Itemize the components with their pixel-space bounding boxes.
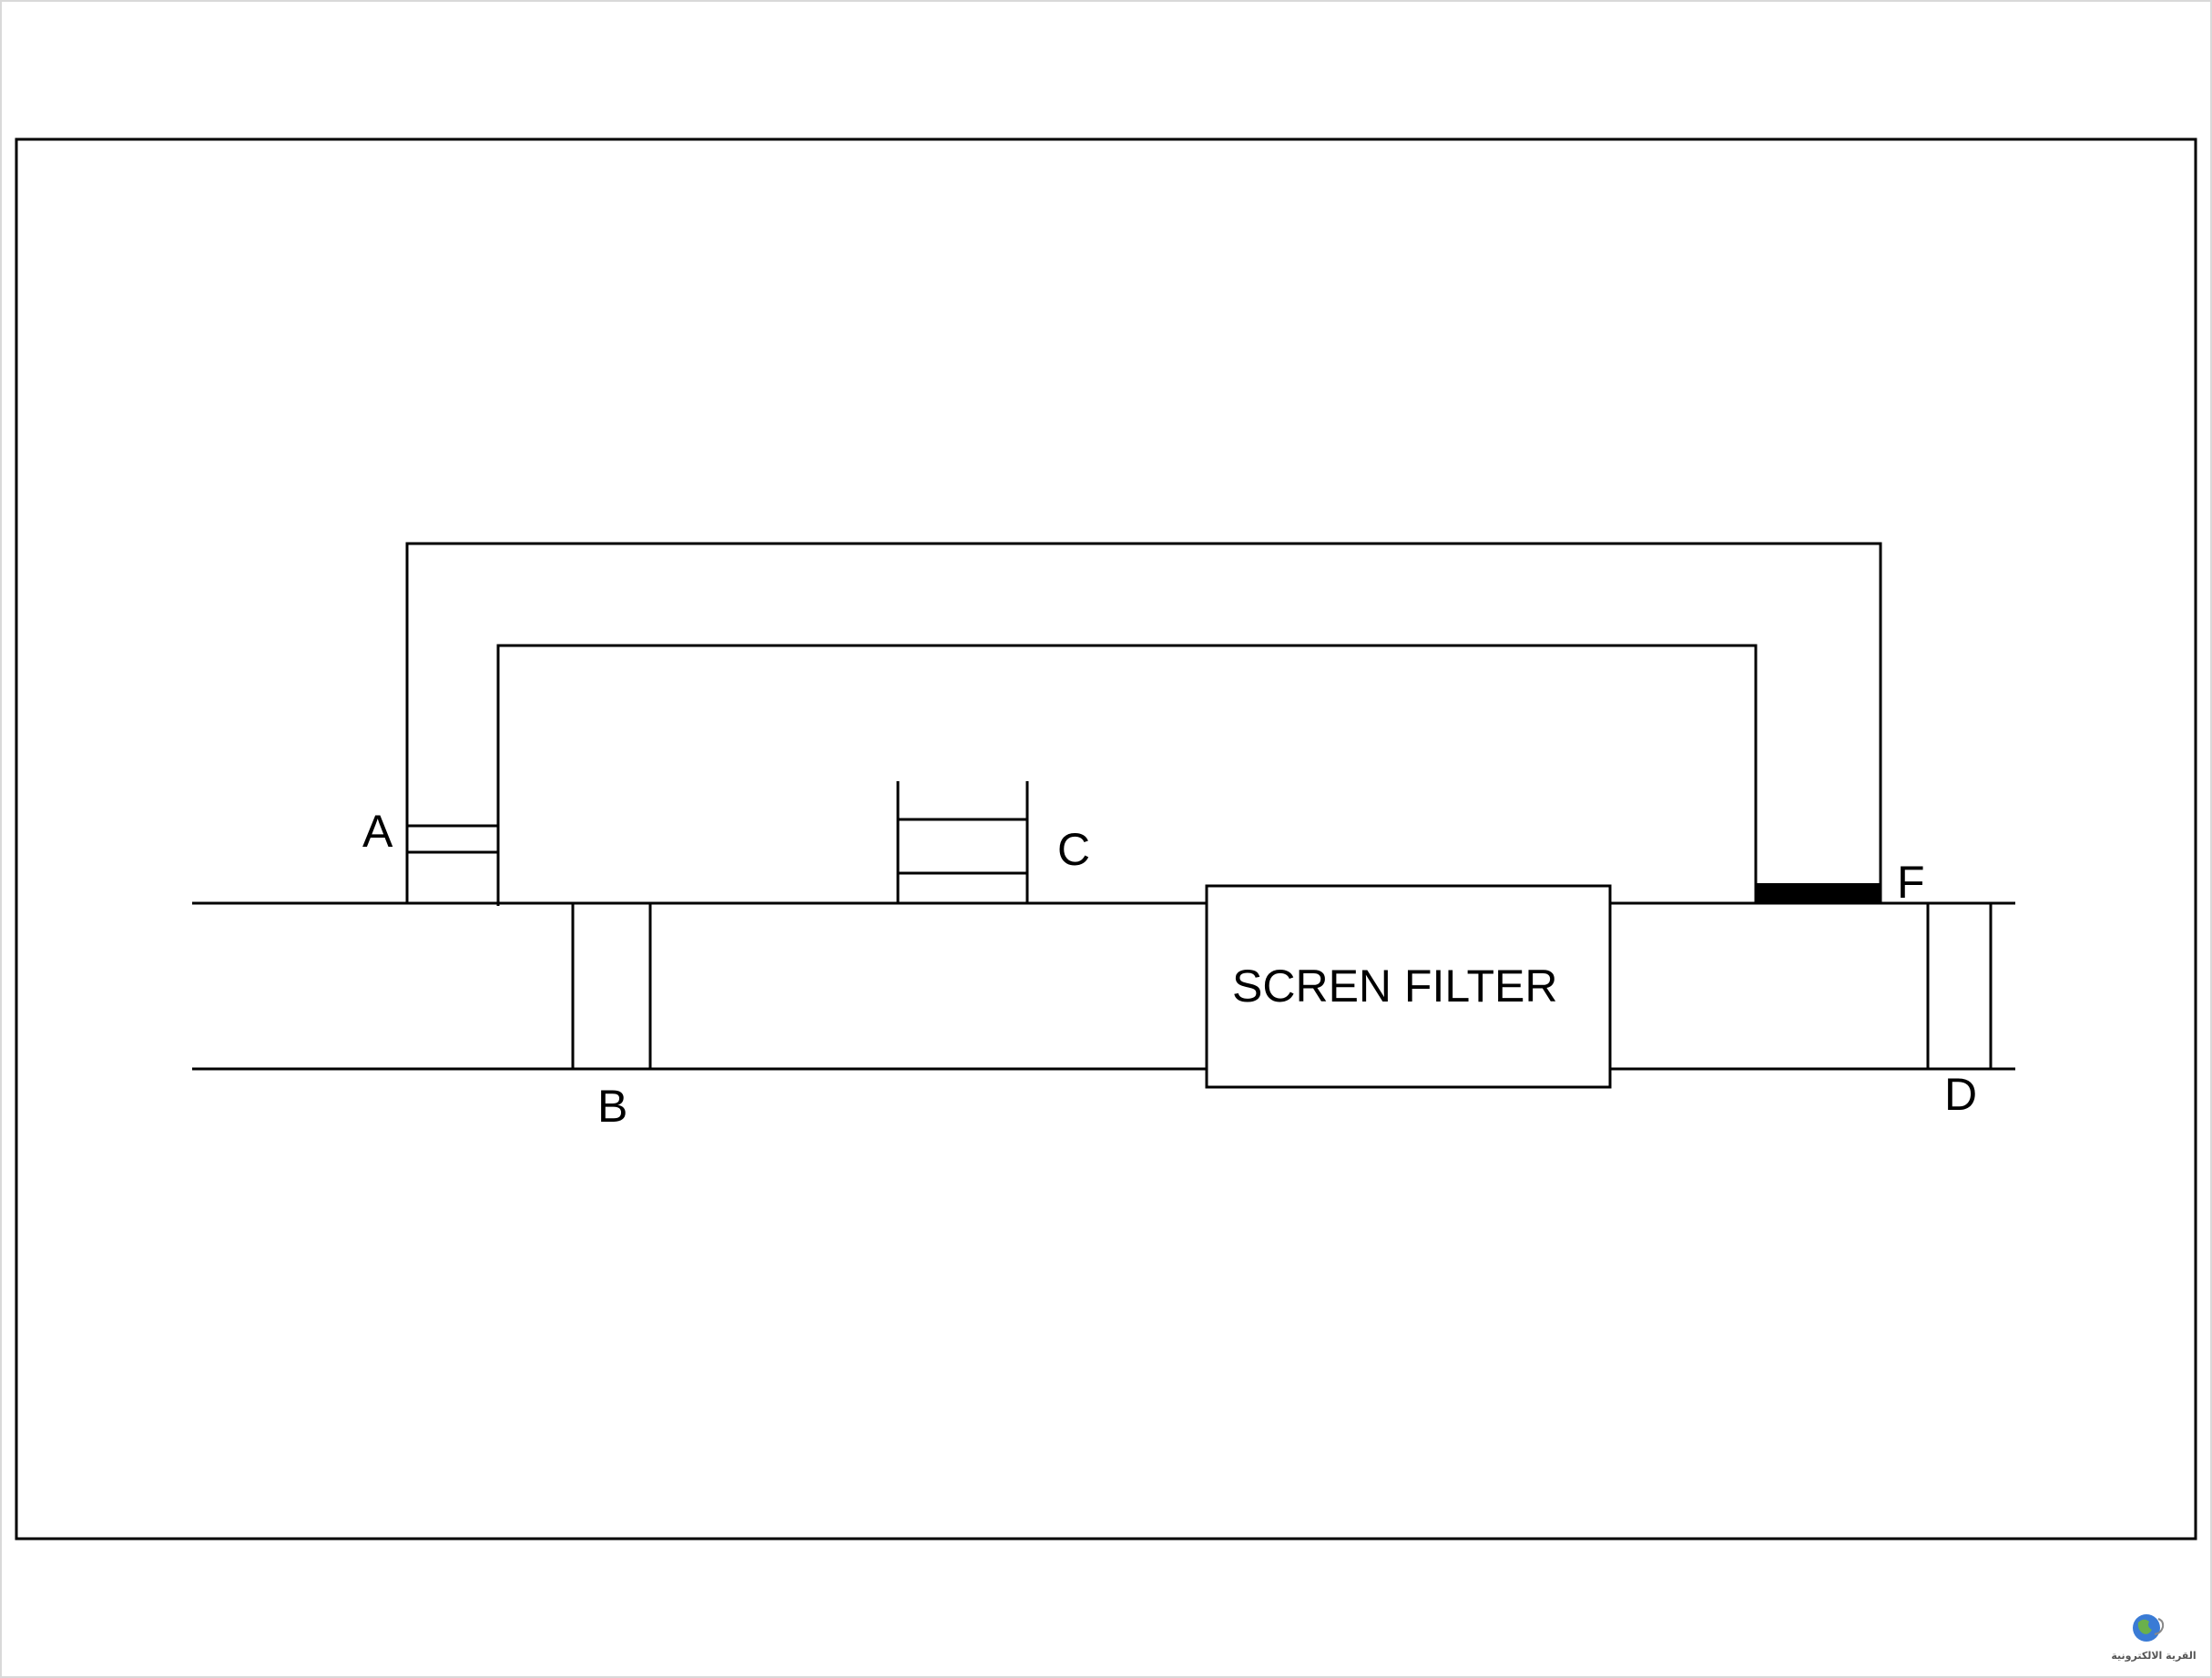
hand-icon <box>2154 1618 2165 1635</box>
label-c: C <box>1057 824 1090 875</box>
globe-land-shape <box>2137 1619 2152 1634</box>
fitting-f-block <box>1755 883 1881 904</box>
label-b: B <box>597 1081 627 1132</box>
valve-b <box>571 901 652 1071</box>
bypass-outer-line <box>405 542 1882 903</box>
logo-text: القرية الالكترونية <box>2111 1650 2196 1662</box>
label-a: A <box>362 806 393 857</box>
screen-filter-box <box>1205 884 1612 1089</box>
valve-a <box>405 824 500 854</box>
label-d: D <box>1944 1069 1977 1120</box>
watermark-logo: القرية الالكترونية <box>2104 1612 2204 1666</box>
label-f: F <box>1897 857 1925 908</box>
bypass-inner-line <box>496 644 1758 906</box>
frame-border <box>15 137 2197 1541</box>
valve-d <box>1926 901 1993 1071</box>
screen-filter-label: SCREN FILTER <box>1232 961 1557 1012</box>
